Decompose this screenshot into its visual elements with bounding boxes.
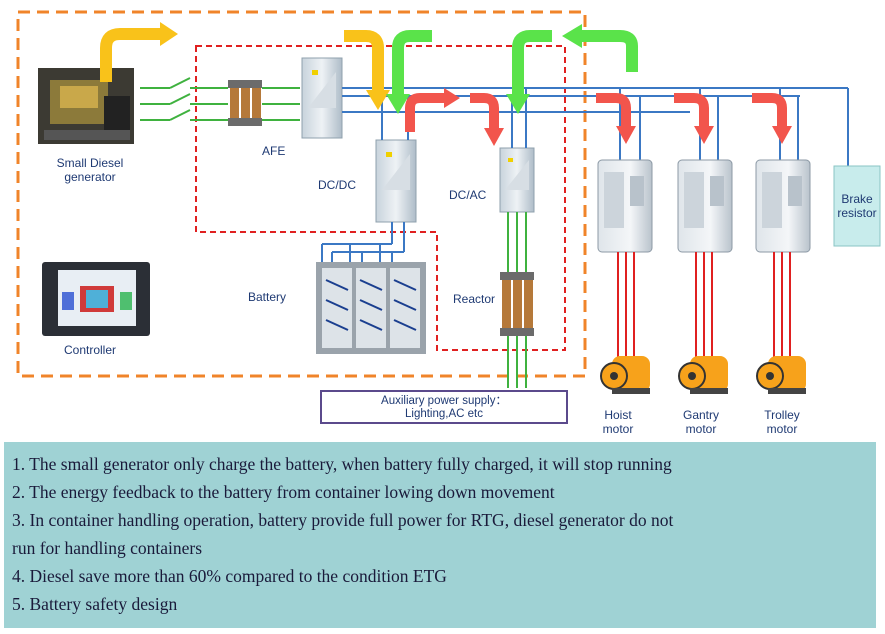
hoist-motor-label: Hoist motor: [596, 408, 640, 436]
generator-label-line1: Small Diesel: [56, 156, 124, 170]
trolley-label-line2: motor: [766, 422, 798, 436]
gantry-label-line1: Gantry: [682, 408, 719, 422]
gantry-label-line2: motor: [685, 422, 717, 436]
note-3: 3. In container handling operation, batt…: [12, 510, 674, 530]
system-boundary: [16, 10, 587, 378]
generator-label-line2: generator: [64, 170, 116, 184]
note-2: 2. The energy feedback to the battery fr…: [12, 482, 555, 502]
gantry-motor-image: [678, 356, 728, 394]
diesel-generator-image: [38, 68, 134, 144]
trolley-motor-image: [756, 356, 806, 394]
controller-label: Controller: [64, 343, 117, 357]
note-1: 1. The small generator only charge the b…: [12, 454, 672, 474]
charge-arrow-to-dcdc: [344, 30, 390, 110]
dcdc-label: DC/DC: [318, 178, 356, 192]
discharge-arrow-dcdc: [405, 88, 460, 132]
regen-arrow-to-dcac: [506, 30, 552, 114]
trolley-drive: [755, 159, 811, 253]
gantry-motor-label: Gantry motor: [676, 408, 726, 436]
generator-charge-arrow: [100, 22, 178, 82]
dcac-cabinet: [499, 147, 535, 213]
dcdc-cabinet: [375, 139, 417, 223]
battery-image: [316, 262, 426, 354]
reactor-label: Reactor: [453, 292, 496, 306]
note-3-continued: run for handling containers: [12, 538, 203, 558]
system-diagram: [16, 10, 881, 394]
gantry-drive: [677, 159, 733, 253]
battery-label: Battery: [248, 290, 287, 304]
notes-panel: 1. The small generator only charge the b…: [4, 442, 876, 628]
regen-arrow-to-dcdc: [386, 30, 432, 114]
brake-label-line1: Brake: [841, 192, 873, 206]
brake-resistor-label: Brake resistor: [834, 192, 880, 220]
aux-feeder-lines: [507, 212, 527, 388]
discharge-arrow-hoist: [596, 93, 636, 144]
note-4: 4. Diesel save more than 60% compared to…: [12, 566, 447, 586]
discharge-arrow-gantry: [674, 93, 714, 144]
note-5: 5. Battery safety design: [12, 594, 178, 614]
brake-resistor-box: [833, 165, 881, 247]
afe-reactor-image: [228, 80, 262, 126]
discharge-arrow-trolley: [752, 93, 792, 144]
generator-label: Small Diesel generator: [40, 156, 140, 184]
afe-label: AFE: [262, 144, 286, 158]
hoist-drive: [597, 159, 653, 253]
converter-boundary: [195, 45, 566, 351]
aux-label-line2: Lighting,AC etc: [405, 408, 483, 420]
trolley-label-line1: Trolley: [764, 408, 800, 422]
motor-feeder-lines: [617, 252, 791, 360]
hoist-label-line2: motor: [602, 422, 634, 436]
aux-label-line1: Auxiliary power supply：: [381, 395, 507, 407]
generator-feeder-lines: [140, 77, 300, 121]
aux-reactor-image: [500, 272, 534, 336]
auxiliary-power-box: Auxiliary power supply： Lighting,AC etc: [320, 390, 568, 424]
regen-arrow-from-drives: [562, 24, 638, 72]
hoist-label-line1: Hoist: [604, 408, 632, 422]
trolley-motor-label: Trolley motor: [756, 408, 808, 436]
hoist-motor-image: [600, 356, 650, 394]
controller-image: [42, 262, 150, 336]
afe-cabinet: [301, 57, 343, 139]
brake-label-line2: resistor: [837, 206, 877, 220]
dcac-label: DC/AC: [449, 188, 487, 202]
discharge-arrow-dcac: [470, 93, 504, 146]
